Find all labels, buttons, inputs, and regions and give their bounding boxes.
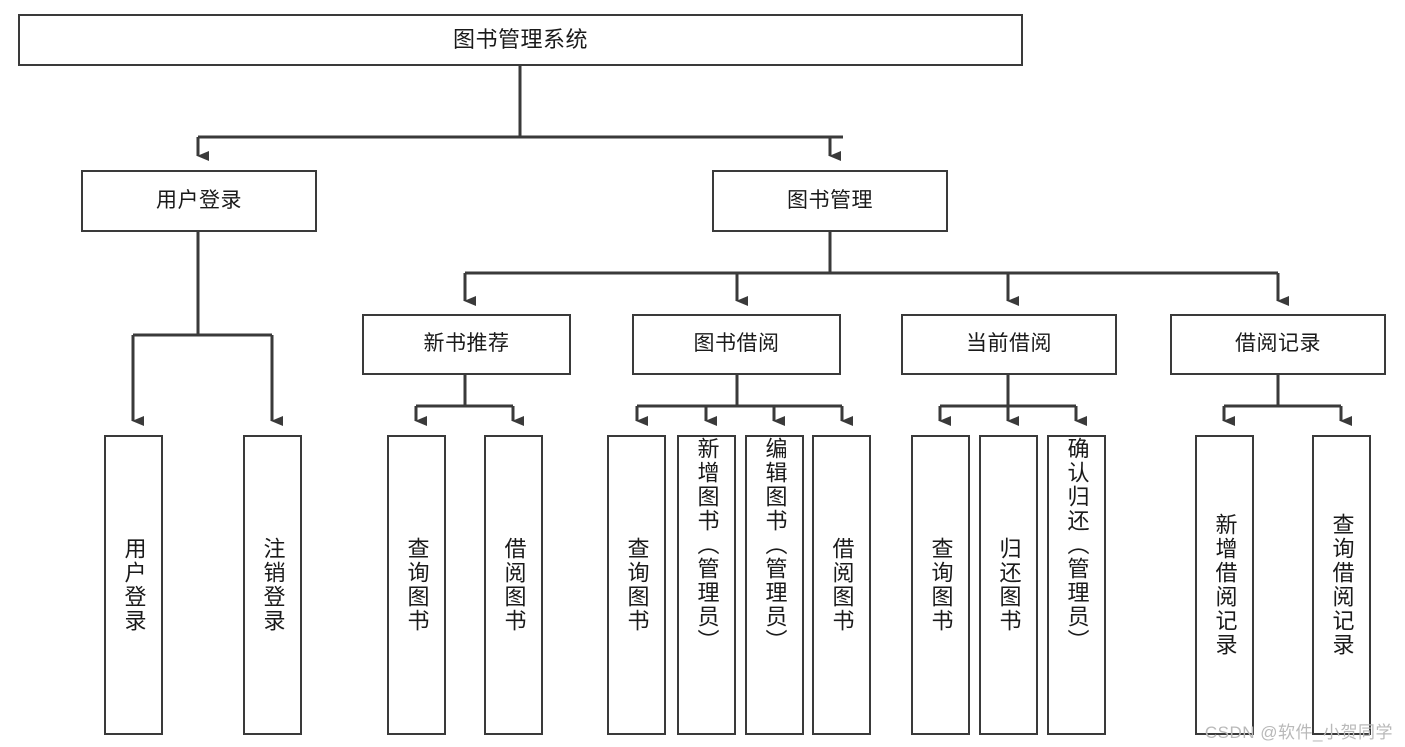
node-label: 借阅图书 bbox=[829, 537, 855, 633]
node-leaf-query-books-borrow[interactable]: 查询图书 bbox=[607, 435, 666, 735]
node-book-management[interactable]: 图书管理 bbox=[712, 170, 948, 232]
node-label: 查询借阅记录 bbox=[1329, 513, 1355, 657]
node-user-login[interactable]: 用户登录 bbox=[81, 170, 317, 232]
node-label: 查询图书 bbox=[404, 537, 430, 633]
node-leaf-return-books[interactable]: 归还图书 bbox=[979, 435, 1038, 735]
node-leaf-add-borrow-record[interactable]: 新增借阅记录 bbox=[1195, 435, 1254, 735]
node-leaf-logout[interactable]: 注销登录 bbox=[243, 435, 302, 735]
node-label: 图书借阅 bbox=[693, 332, 780, 356]
node-label: 查询图书 bbox=[624, 537, 650, 633]
node-leaf-query-books-current[interactable]: 查询图书 bbox=[911, 435, 970, 735]
node-label: 归还图书 bbox=[996, 537, 1022, 633]
node-leaf-borrow-books-recommend[interactable]: 借阅图书 bbox=[484, 435, 543, 735]
node-label: 借阅记录 bbox=[1235, 332, 1321, 356]
node-leaf-add-book-admin[interactable]: 新增图书（管理员） bbox=[677, 435, 736, 735]
node-label: 当前借阅 bbox=[966, 332, 1052, 356]
node-label: 注销登录 bbox=[260, 537, 286, 633]
watermark-text: CSDN @软件_小贺同学 bbox=[1204, 723, 1393, 742]
node-borrowing-record[interactable]: 借阅记录 bbox=[1170, 314, 1386, 375]
node-label: 查询图书 bbox=[928, 537, 954, 633]
node-label: 确认归还（管理员） bbox=[1064, 437, 1090, 653]
node-label: 新书推荐 bbox=[423, 332, 510, 356]
node-leaf-user-login[interactable]: 用户登录 bbox=[104, 435, 163, 735]
node-leaf-borrow-books[interactable]: 借阅图书 bbox=[812, 435, 871, 735]
node-label: 用户登录 bbox=[156, 188, 242, 212]
node-label: 新增图书（管理员） bbox=[694, 437, 720, 653]
node-new-book-recommendation[interactable]: 新书推荐 bbox=[362, 314, 571, 375]
node-leaf-edit-book-admin[interactable]: 编辑图书（管理员） bbox=[745, 435, 804, 735]
node-leaf-query-borrow-record[interactable]: 查询借阅记录 bbox=[1312, 435, 1371, 735]
node-book-borrowing[interactable]: 图书借阅 bbox=[632, 314, 841, 375]
node-label: 编辑图书（管理员） bbox=[762, 437, 788, 653]
node-label: 新增借阅记录 bbox=[1212, 513, 1238, 657]
node-current-borrowing[interactable]: 当前借阅 bbox=[901, 314, 1117, 375]
node-leaf-query-books-recommend[interactable]: 查询图书 bbox=[387, 435, 446, 735]
node-label: 图书管理 bbox=[787, 188, 873, 212]
node-root-book-management-system[interactable]: 图书管理系统 bbox=[18, 14, 1023, 66]
node-label: 借阅图书 bbox=[501, 537, 527, 633]
node-label: 图书管理系统 bbox=[452, 27, 588, 53]
node-label: 用户登录 bbox=[121, 537, 147, 633]
node-leaf-confirm-return-admin[interactable]: 确认归还（管理员） bbox=[1047, 435, 1106, 735]
